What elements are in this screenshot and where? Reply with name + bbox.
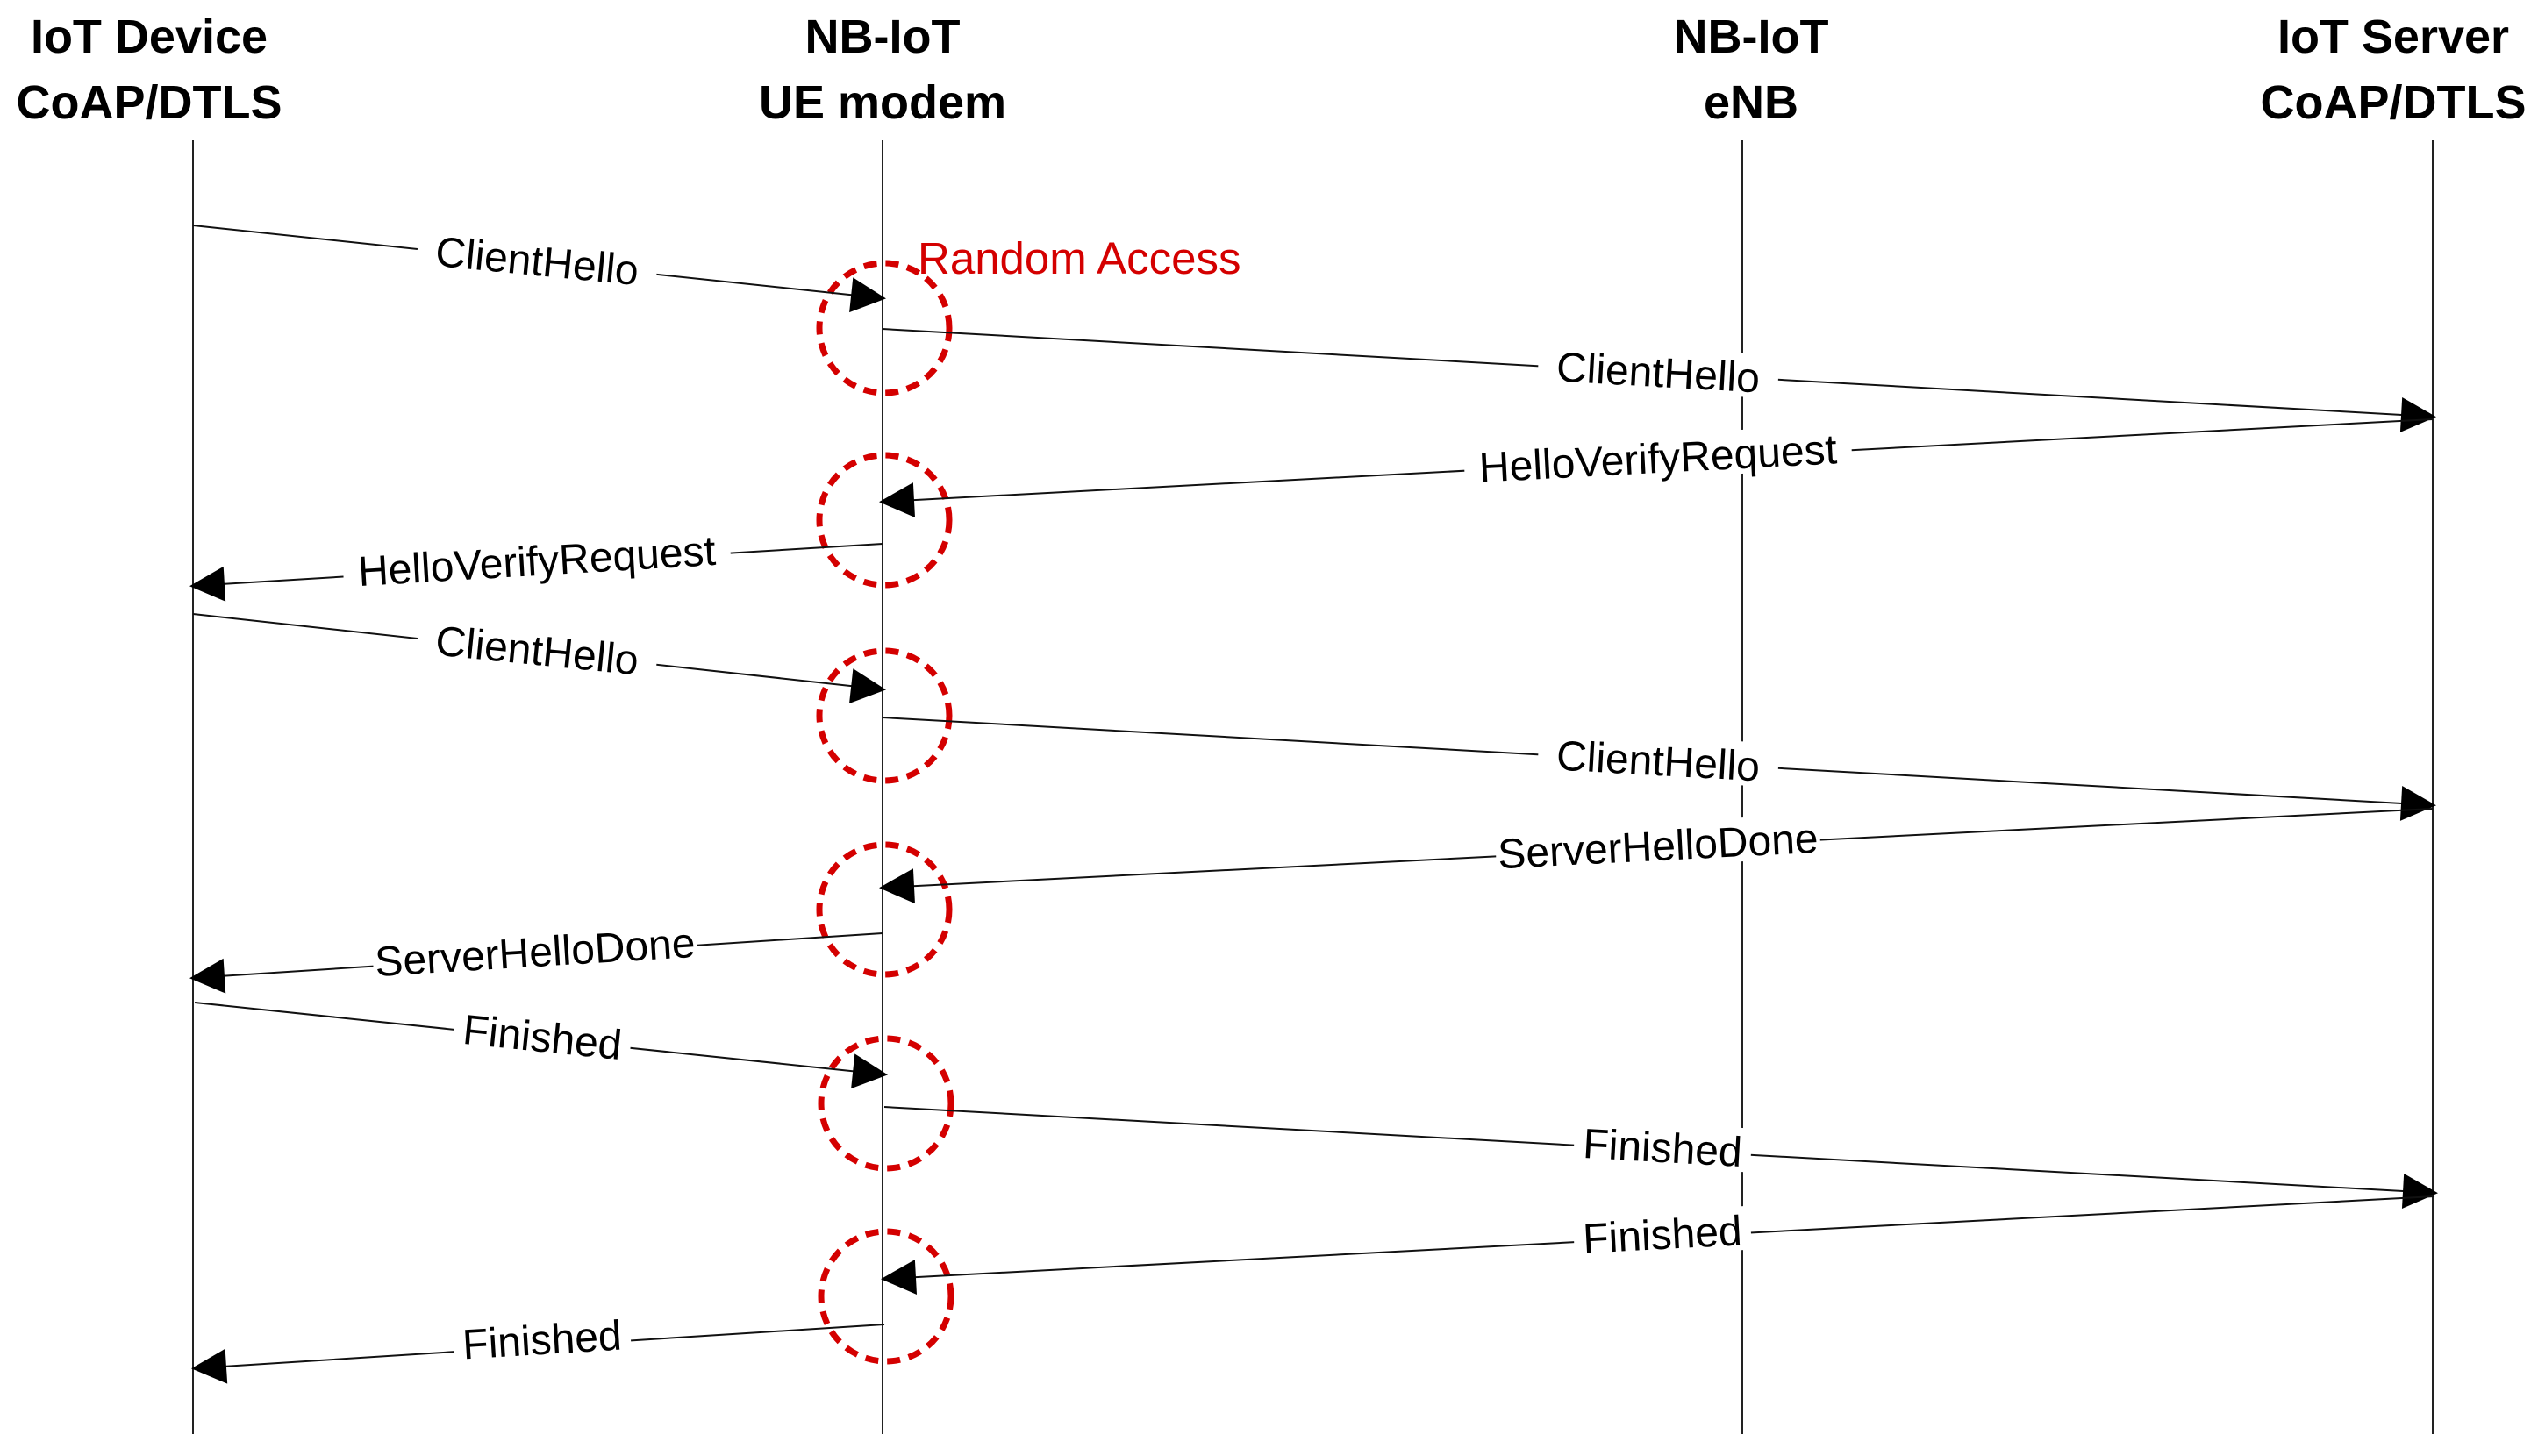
message-label: Finished	[461, 1007, 624, 1069]
message-label-background	[1573, 1118, 1753, 1173]
message-label: ServerHelloDone	[1497, 816, 1819, 878]
participant-title-line2: CoAP/DTLS	[2261, 76, 2527, 129]
message-label: ClientHello	[1555, 733, 1762, 791]
random-access-markers	[816, 260, 954, 1365]
message-label: HelloVerifyRequest	[357, 528, 718, 596]
random-access-label: Random Access	[918, 233, 1241, 283]
message-label: HelloVerifyRequest	[1478, 426, 1838, 491]
random-access-circle	[816, 841, 953, 978]
message-label: ClientHello	[1555, 345, 1762, 403]
random-access-circle	[816, 260, 953, 396]
message-label: ClientHello	[433, 618, 640, 685]
message-label-background	[1537, 341, 1780, 399]
messages: ClientHelloClientHelloHelloVerifyRequest…	[189, 225, 2438, 1384]
message-label-background	[1494, 813, 1821, 874]
participant-title-line1: NB-IoT	[805, 11, 961, 63]
lifelines	[192, 140, 2434, 1434]
participant-title-line1: IoT Server	[2277, 11, 2509, 63]
random-access-circle	[816, 452, 953, 589]
participant-title-line1: NB-IoT	[1674, 11, 1829, 63]
participant-title-line2: CoAP/DTLS	[17, 76, 282, 129]
message-label-background	[1537, 730, 1780, 788]
message-label: Finished	[1582, 1121, 1743, 1176]
message-label-background	[452, 1310, 633, 1366]
message-label-background	[371, 917, 698, 982]
message-label-background	[1462, 424, 1853, 489]
message-label-background	[341, 525, 732, 593]
participant-title-line2: eNB	[1704, 76, 1798, 129]
random-access-circle	[818, 1228, 954, 1365]
message-label-background	[415, 614, 660, 682]
message-label-background	[1572, 1205, 1752, 1260]
message-label-background	[415, 225, 660, 293]
message-label-background	[452, 1003, 633, 1067]
message-label: Finished	[461, 1313, 623, 1369]
message-label: Finished	[1582, 1208, 1743, 1262]
message-label: ServerHelloDone	[374, 920, 697, 986]
participant-title-line1: IoT Device	[31, 11, 268, 63]
annotation: Random Access	[918, 233, 1241, 283]
random-access-circle	[818, 1035, 954, 1172]
message-label: ClientHello	[433, 229, 640, 295]
participant-title-line2: UE modem	[759, 76, 1006, 129]
random-access-circle	[816, 647, 953, 784]
